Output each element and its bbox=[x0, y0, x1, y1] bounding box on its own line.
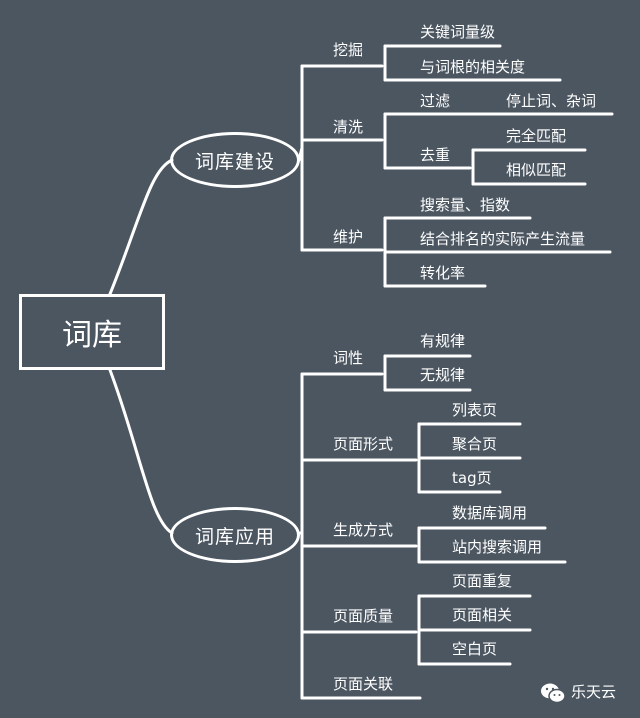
leaf-xiangsi-pipei: 相似匹配 bbox=[506, 161, 567, 179]
leaf-you-guilv: 有规律 bbox=[420, 332, 466, 350]
node-wajue: 挖掘 bbox=[333, 41, 364, 59]
leaf-cigen-xiangguandu: 与词根的相关度 bbox=[420, 58, 526, 76]
node-yemian-zhiliang: 页面质量 bbox=[333, 607, 394, 625]
branch-node-apply: 词库应用 bbox=[170, 507, 300, 563]
leaf-tagye: tag页 bbox=[452, 469, 492, 487]
leaf-shujuku-diaoyong: 数据库调用 bbox=[452, 504, 528, 522]
leaf-zhuanhualv: 转化率 bbox=[420, 264, 466, 282]
root-node: 词库 bbox=[19, 294, 165, 370]
node-qingxi: 清洗 bbox=[333, 118, 364, 136]
wechat-icon bbox=[541, 683, 566, 704]
node-quchong: 去重 bbox=[420, 146, 451, 164]
leaf-wu-guilv: 无规律 bbox=[420, 366, 466, 384]
node-yemian-xingshi: 页面形式 bbox=[333, 435, 394, 453]
leaf-tingzhici: 停止词、杂词 bbox=[506, 92, 597, 110]
leaf-kongbaiye: 空白页 bbox=[452, 640, 498, 658]
leaf-shiji-liuliang: 结合排名的实际产生流量 bbox=[420, 230, 586, 248]
leaf-yemian-xiangguan: 页面相关 bbox=[452, 606, 513, 624]
leaf-zhannei-sousuo: 站内搜索调用 bbox=[452, 538, 543, 556]
leaf-guanjianci-liangji: 关键词量级 bbox=[420, 23, 496, 41]
link-root-build bbox=[108, 158, 174, 296]
leaf-liebiaoye: 列表页 bbox=[452, 401, 498, 419]
node-guolv: 过滤 bbox=[420, 92, 451, 110]
leaf-sousuoliang: 搜索量、指数 bbox=[420, 196, 511, 214]
node-yemian-guanlian: 页面关联 bbox=[333, 675, 394, 693]
link-root-apply bbox=[108, 368, 174, 535]
branch-node-build: 词库建设 bbox=[170, 132, 300, 188]
leaf-yemian-chongfu: 页面重复 bbox=[452, 572, 513, 590]
leaf-wanquan-pipei: 完全匹配 bbox=[506, 127, 567, 145]
leaf-juheye: 聚合页 bbox=[452, 435, 498, 453]
watermark-text: 乐天云 bbox=[571, 683, 617, 701]
node-weihu: 维护 bbox=[333, 228, 364, 246]
node-shengcheng-fangshi: 生成方式 bbox=[333, 521, 394, 539]
node-cixing: 词性 bbox=[333, 349, 364, 367]
